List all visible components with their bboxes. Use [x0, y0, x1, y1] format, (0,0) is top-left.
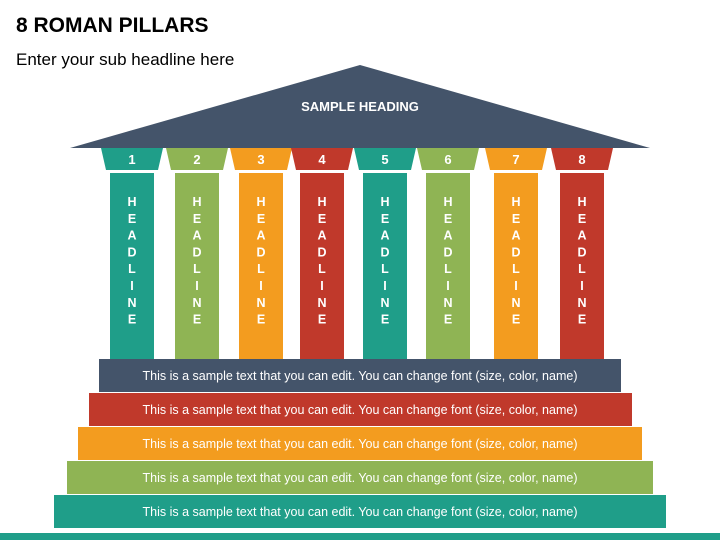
pillar-shaft — [426, 173, 470, 359]
pillar-number: 3 — [257, 152, 264, 167]
pillar-number: 1 — [128, 152, 135, 167]
pillar-capital — [291, 148, 353, 170]
pillar-shaft — [494, 173, 538, 359]
pillar-number: 6 — [444, 152, 451, 167]
roof-triangle — [70, 65, 650, 148]
step-2: This is a sample text that you can edit.… — [89, 393, 632, 426]
pillar-shaft — [239, 173, 283, 359]
step-text: This is a sample text that you can edit.… — [143, 505, 578, 519]
step-text: This is a sample text that you can edit.… — [143, 471, 578, 485]
step-bar — [89, 393, 632, 426]
pillar-capital — [417, 148, 479, 170]
pillar-number: 7 — [512, 152, 519, 167]
pillar-capital — [551, 148, 613, 170]
step-text: This is a sample text that you can edit.… — [143, 403, 578, 417]
steps: This is a sample text that you can edit.… — [54, 359, 666, 528]
pillar-number: 5 — [381, 152, 388, 167]
page-title: 8 ROMAN PILLARS — [16, 14, 209, 37]
step-4: This is a sample text that you can edit.… — [67, 461, 653, 494]
step-bar — [67, 461, 653, 494]
step-bar — [54, 495, 666, 528]
pillar-capital — [485, 148, 547, 170]
pillar-number: 4 — [318, 152, 326, 167]
pillar-number: 2 — [193, 152, 200, 167]
pillar-capital — [101, 148, 163, 170]
pillar-capital — [230, 148, 292, 170]
footer-line — [0, 533, 720, 540]
pillar-number: 8 — [578, 152, 585, 167]
step-3: This is a sample text that you can edit.… — [78, 427, 642, 460]
step-bar — [99, 359, 621, 392]
page-subtitle: Enter your sub headline here — [16, 50, 235, 69]
step-1: This is a sample text that you can edit.… — [99, 359, 621, 392]
roof: SAMPLE HEADING — [70, 65, 650, 148]
pillar-shaft — [300, 173, 344, 359]
pillar-shaft — [363, 173, 407, 359]
pillar-capital — [166, 148, 228, 170]
step-text: This is a sample text that you can edit.… — [143, 437, 578, 451]
step-5: This is a sample text that you can edit.… — [54, 495, 666, 528]
step-text: This is a sample text that you can edit.… — [143, 369, 578, 383]
roof-heading: SAMPLE HEADING — [301, 99, 419, 114]
step-bar — [78, 427, 642, 460]
pillar-shaft — [175, 173, 219, 359]
pillar-shaft — [110, 173, 154, 359]
pillar-shaft — [560, 173, 604, 359]
pillar-capital — [354, 148, 416, 170]
